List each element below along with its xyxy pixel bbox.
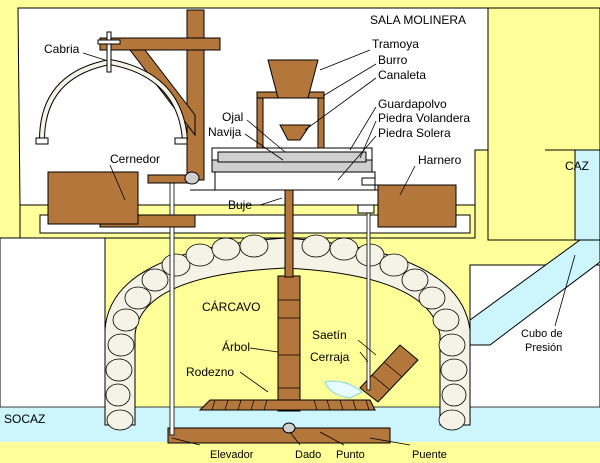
label-puente: Puente [412, 449, 447, 461]
label-socaz: SOCAZ [4, 412, 45, 426]
label-sala-molinera: SALA MOLINERA [370, 13, 466, 27]
cernedor-box [47, 171, 139, 225]
label-piedra-solera: Piedra Solera [378, 126, 451, 140]
label-rodezno: Rodezno [186, 365, 234, 379]
cubo-pipe [469, 239, 600, 346]
leader-lines [82, 49, 576, 446]
label-cubo-line1: Cubo de [521, 328, 563, 340]
label-caz: CAZ [565, 159, 589, 173]
saetin-pipe [359, 344, 419, 403]
label-harnero: Harnero [418, 153, 462, 167]
cerraja-handle [357, 204, 375, 214]
label-cabria: Cabria [44, 42, 80, 56]
label-dado: Dado [295, 449, 321, 461]
label-navija: Navija [208, 125, 242, 139]
label-punto: Punto [336, 449, 365, 461]
hopper-frame-left [256, 95, 264, 149]
label-cerraja: Cerraja [310, 350, 350, 364]
label-guardapolvo: Guardapolvo [378, 97, 447, 111]
label-piedra-volandera: Piedra Volandera [378, 111, 470, 125]
label-ojal: Ojal [222, 110, 243, 124]
cerraja-rod [366, 211, 371, 391]
water-jet-icon [324, 380, 363, 399]
label-cubo-line2: Presión [525, 342, 562, 354]
label-carcavo: CÁRCAVO [202, 299, 260, 314]
cabria-post [186, 9, 205, 181]
lower-left-space [0, 237, 106, 426]
label-elevador: Elevador [210, 449, 254, 461]
cabria-screw [106, 31, 112, 73]
rodezno-blades [211, 399, 370, 411]
label-cernedor: Cernedor [110, 152, 160, 166]
elevador-rod [169, 174, 175, 436]
hopper-frame-right [317, 95, 325, 149]
harnero-box [377, 184, 457, 228]
stone-base [214, 171, 376, 191]
canaleta-chute [279, 124, 311, 141]
piedra-volandera [217, 151, 367, 163]
label-burro: Burro [378, 53, 408, 67]
label-tramoya: Tramoya [372, 37, 419, 51]
label-buje: Buje [228, 198, 252, 212]
label-canaleta: Canaleta [378, 68, 426, 82]
puente-beam [167, 427, 391, 444]
dado-bearing [282, 422, 296, 434]
arch-stones [105, 234, 468, 431]
label-saetin: Saetín [312, 328, 347, 342]
arbol-shaft [277, 275, 301, 412]
tramoya-hopper [267, 59, 319, 99]
label-arbol: Árbol [222, 339, 250, 354]
